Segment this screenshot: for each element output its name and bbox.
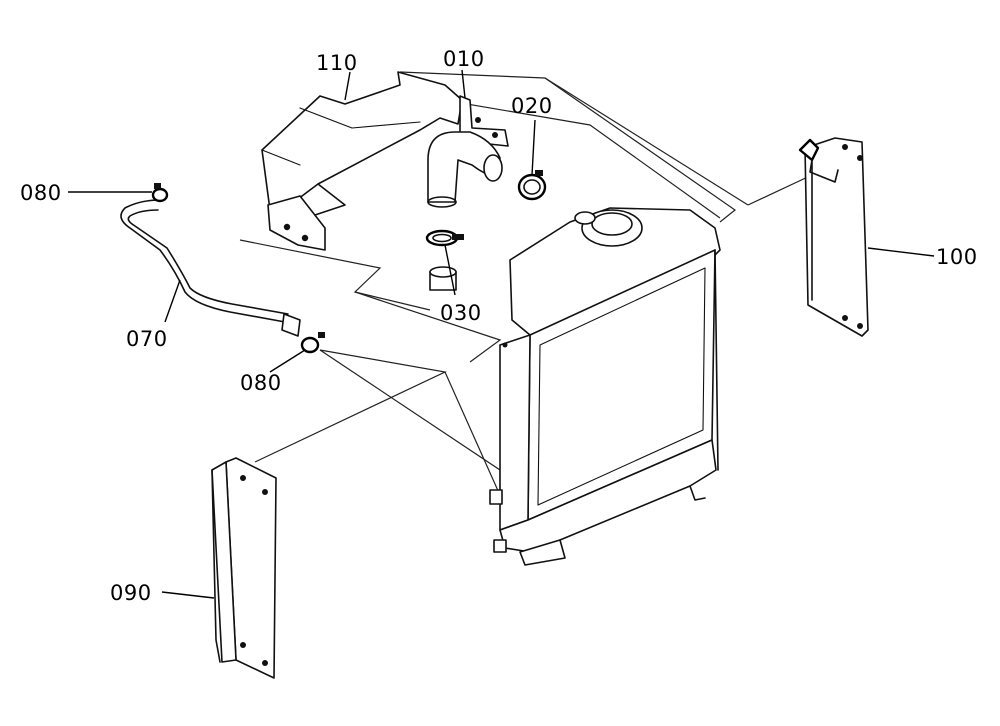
hose-clip-upper [151,183,169,203]
label-part-090: 090 [110,581,152,605]
radiator [489,207,721,566]
label-part-080-upper: 080 [20,181,62,205]
side-baffle-plate-left [211,457,277,679]
hose-clamp-030 [425,229,464,247]
label-part-010: 010 [443,47,485,71]
part-labels: 110 010 020 030 080 070 080 090 100 [20,47,978,605]
leader-lines [68,69,935,599]
label-part-070: 070 [126,327,168,351]
upper-shroud-bracket [261,71,463,251]
label-part-030: 030 [440,301,482,325]
label-part-100: 100 [936,245,978,269]
label-part-110: 110 [316,51,358,75]
label-part-020: 020 [511,94,553,118]
label-part-080-lower: 080 [240,371,282,395]
upper-radiator-hose [427,131,503,208]
overflow-pipe [120,199,301,337]
hose-clip-lower [300,332,325,354]
side-baffle-plate-right [798,137,869,337]
